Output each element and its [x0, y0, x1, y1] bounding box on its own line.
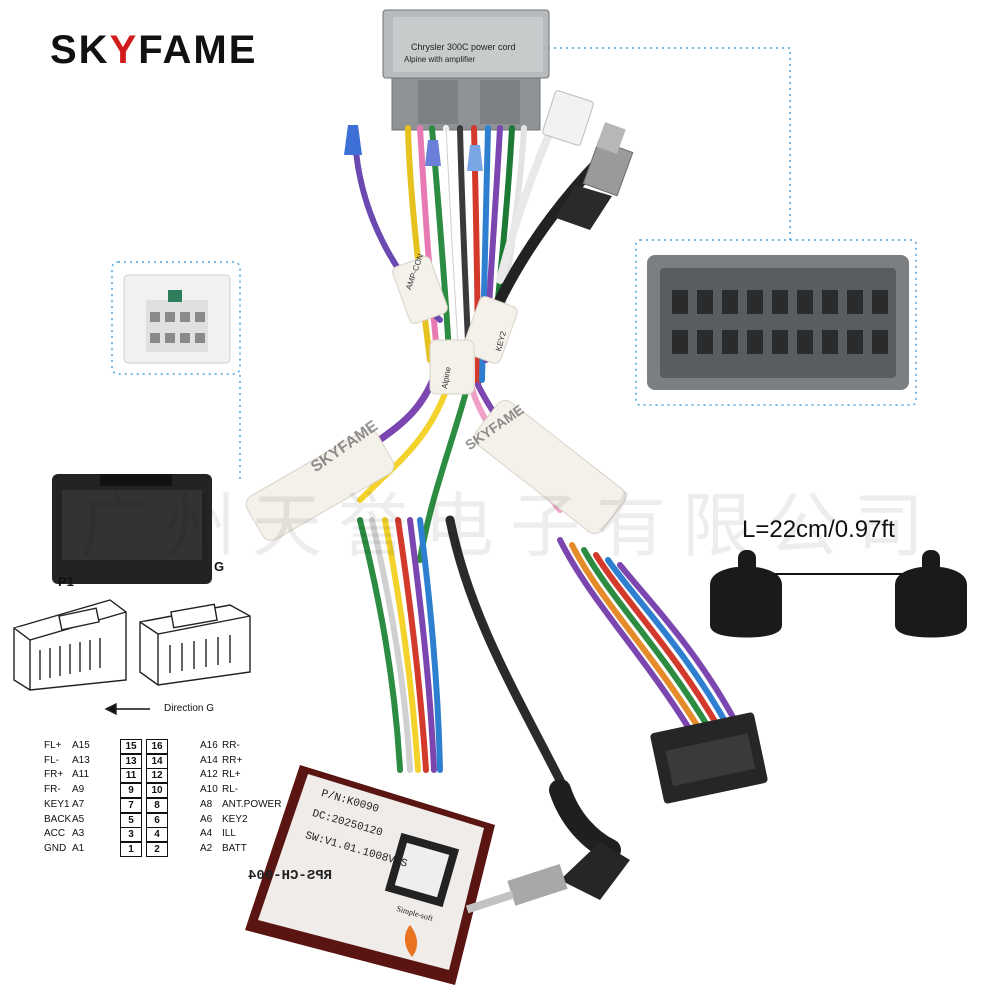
length-label: L=22cm/0.97ft	[742, 516, 895, 543]
p1-connector	[52, 474, 212, 584]
connector-face-callout	[647, 255, 909, 390]
connector-line-drawings	[13, 599, 251, 716]
direction-label: Direction G	[164, 703, 215, 714]
decoder-model: RPS-CH-004	[247, 868, 332, 884]
length-dimension	[710, 550, 967, 638]
brand-logo: SKYFAME	[50, 28, 258, 72]
p1-label: P1	[58, 574, 74, 589]
small-connector-callout	[123, 274, 231, 364]
insulated-caps	[344, 125, 483, 171]
antenna-plug	[465, 779, 630, 914]
wire-sleeves	[245, 256, 627, 541]
callout-lines	[111, 47, 917, 480]
antenna-jack-top	[556, 122, 634, 230]
chrysler-power-connector	[382, 9, 550, 131]
company-watermark: 广州天誉电子有限公司	[80, 485, 940, 567]
top-connector-title: Chrysler 300C power cord	[411, 42, 516, 52]
decoder-box	[245, 765, 495, 985]
white-plug	[542, 90, 594, 146]
output-connector	[650, 712, 768, 804]
g-label: G	[214, 559, 225, 574]
lower-wire-bundle	[357, 515, 743, 805]
top-connector-subtitle: Alpine with amplifier	[404, 55, 476, 64]
